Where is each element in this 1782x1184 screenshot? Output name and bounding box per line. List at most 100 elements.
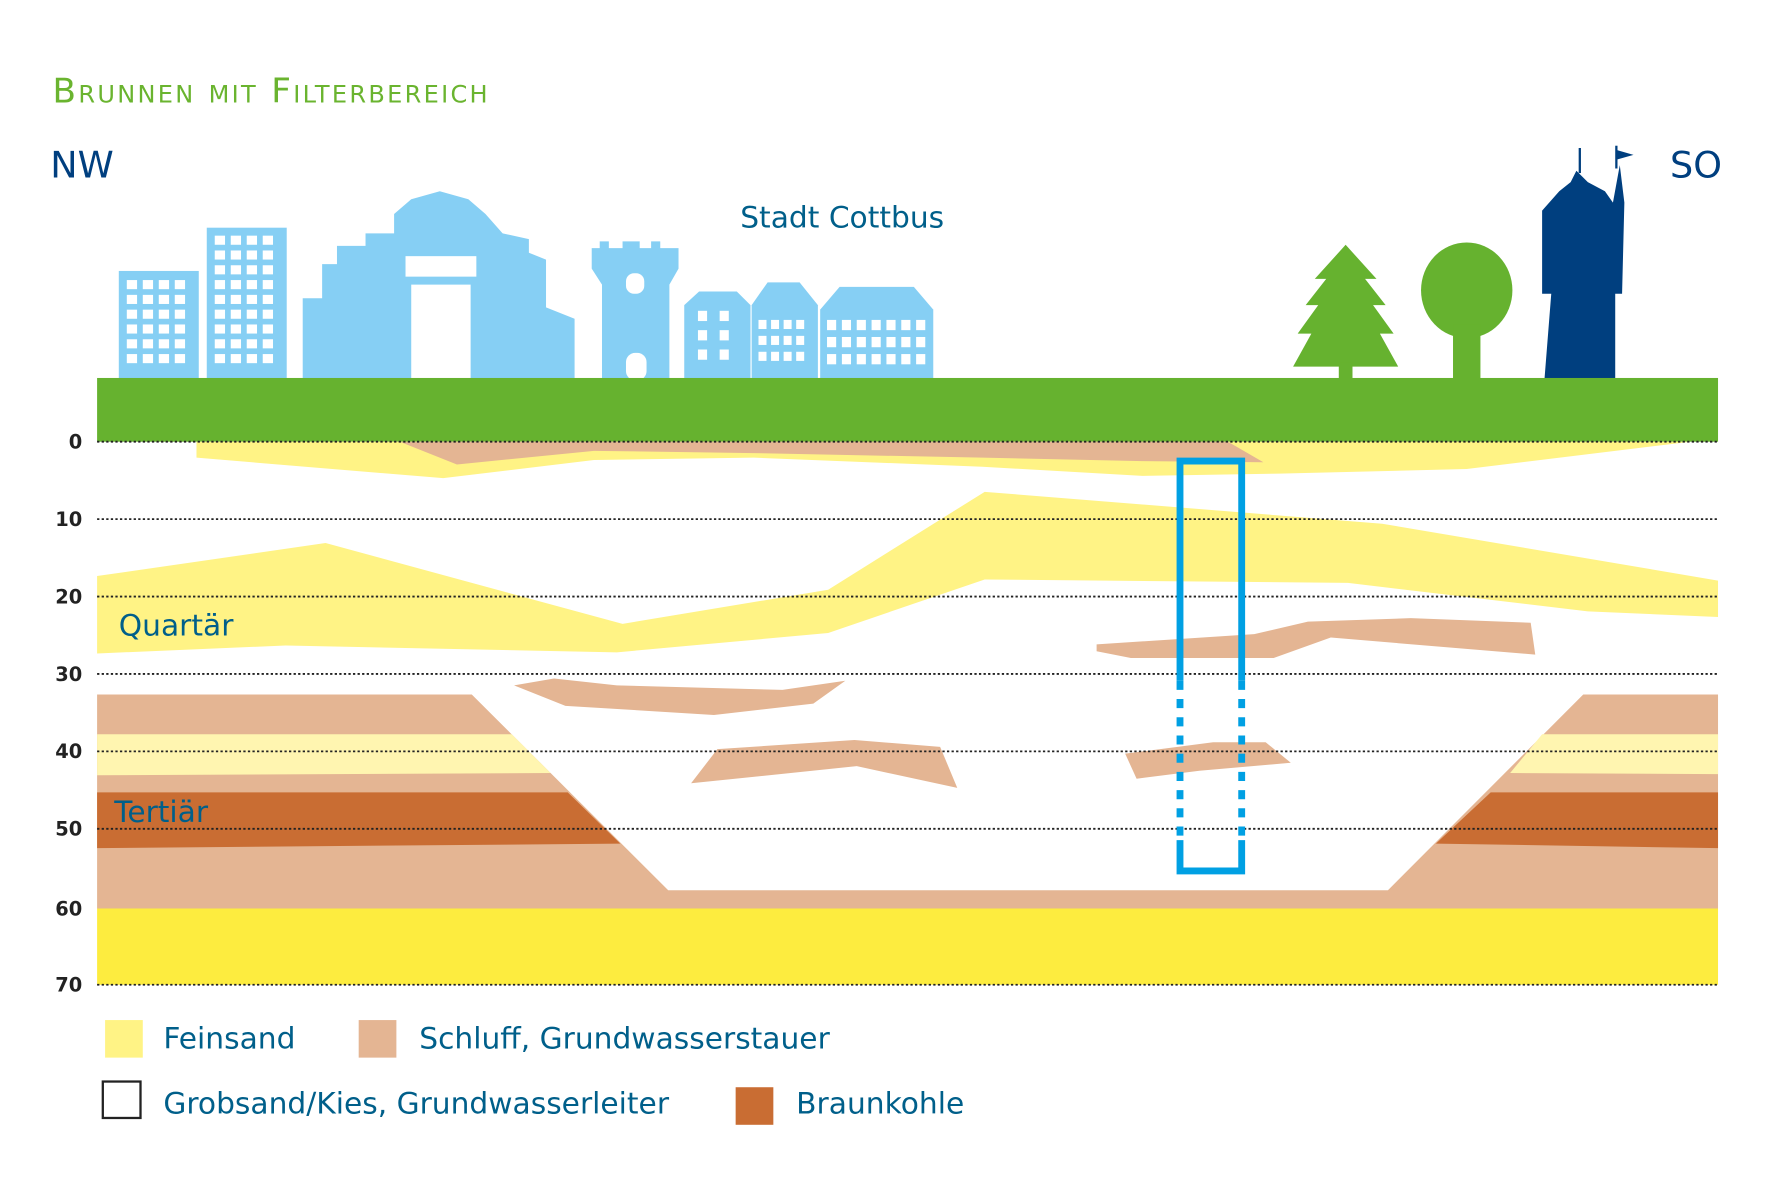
tick-label: 60: [55, 897, 82, 920]
window: [901, 354, 911, 365]
window: [126, 294, 138, 304]
window: [214, 265, 226, 275]
window: [783, 319, 792, 330]
window: [262, 354, 274, 364]
window: [246, 294, 258, 304]
window: [126, 309, 138, 319]
window: [856, 354, 866, 365]
legend-label: Grobsand/Kies, Grundwasserleiter: [163, 1085, 670, 1120]
window: [230, 250, 242, 260]
legend-swatch-schluff: [358, 1020, 397, 1058]
direction-nw: NW: [50, 144, 113, 187]
window: [771, 351, 780, 361]
window: [158, 309, 170, 319]
round-tree-icon: [1421, 242, 1513, 339]
window: [230, 294, 242, 304]
window: [901, 336, 911, 348]
tick-label: 50: [55, 818, 82, 841]
window: [174, 339, 186, 349]
window: [230, 235, 242, 245]
water-tower-icon: [1542, 145, 1634, 381]
window: [214, 294, 226, 304]
legend-label: Feinsand: [163, 1021, 295, 1056]
window: [214, 339, 226, 349]
window: [142, 324, 154, 334]
legend-swatch-feinsand: [105, 1020, 143, 1058]
window: [758, 319, 767, 330]
lignite-layer-right: [1435, 792, 1719, 849]
window: [142, 339, 154, 349]
window: [758, 335, 767, 345]
window: [827, 336, 837, 348]
city-label: Stadt Cottbus: [740, 200, 944, 235]
ground-surface: [97, 377, 1719, 442]
window: [886, 319, 896, 331]
window: [262, 324, 274, 334]
window: [246, 354, 258, 364]
tick-label: 30: [55, 663, 82, 686]
legend: Feinsand Schluff, Grundwasserstauer Grob…: [101, 1020, 964, 1125]
legend-label: Braunkohle: [796, 1085, 964, 1120]
window: [174, 354, 186, 364]
direction-so: SO: [1670, 144, 1722, 187]
tick-label: 10: [55, 508, 82, 531]
window: [262, 250, 274, 260]
window: [771, 319, 780, 330]
window: [901, 319, 911, 331]
depth-gridlines: [97, 440, 1719, 986]
window: [158, 324, 170, 334]
schluff-top-lens: [399, 441, 1264, 465]
window: [214, 354, 226, 364]
window: [142, 280, 154, 290]
window: [158, 339, 170, 349]
round-tree-trunk: [1453, 324, 1481, 381]
window: [719, 330, 729, 341]
window: [841, 319, 852, 331]
tick-label: 40: [55, 740, 82, 763]
window: [886, 336, 896, 348]
window: [796, 351, 805, 361]
window: [697, 330, 708, 341]
window: [126, 280, 138, 290]
window: [871, 354, 881, 365]
window: [262, 235, 274, 245]
window: [230, 354, 242, 364]
window: [719, 349, 729, 360]
window: [230, 309, 242, 319]
pine-tree-icon: [1293, 244, 1399, 367]
legend-swatch-braunkohle: [735, 1087, 774, 1125]
window: [174, 309, 186, 319]
window: [262, 339, 274, 349]
tertiary-label: Tertiär: [113, 794, 209, 829]
schluff-lens: [514, 678, 846, 715]
window: [246, 309, 258, 319]
window: [158, 280, 170, 290]
window: [771, 335, 780, 345]
window: [886, 354, 896, 365]
window: [841, 354, 852, 365]
window: [214, 250, 226, 260]
window: [246, 339, 258, 349]
window: [719, 310, 729, 322]
window: [126, 339, 138, 349]
window: [262, 309, 274, 319]
window: [262, 294, 274, 304]
bottom-sand-layer: [97, 908, 1719, 985]
window: [916, 336, 926, 348]
lignite-layer-left: [97, 792, 621, 849]
window: [126, 324, 138, 334]
window: [246, 324, 258, 334]
window: [230, 265, 242, 275]
window: [142, 309, 154, 319]
window: [214, 309, 226, 319]
window: [783, 335, 792, 345]
window: [246, 250, 258, 260]
well-with-filter-section: [1176, 457, 1246, 875]
window: [262, 280, 274, 290]
window: [142, 294, 154, 304]
window: [827, 319, 837, 331]
window: [697, 349, 708, 360]
window: [246, 265, 258, 275]
tertiary-sand-band-left: [97, 734, 551, 776]
tick-label: 0: [69, 431, 83, 454]
